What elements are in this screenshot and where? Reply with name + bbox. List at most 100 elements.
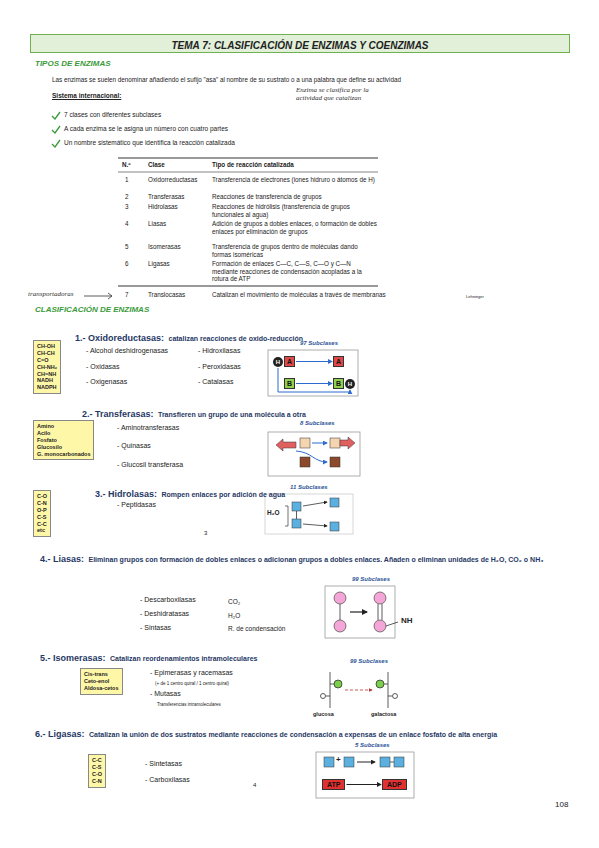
enzyme-item: - Descarboxilasas bbox=[140, 596, 196, 604]
box-text: CH=NH bbox=[37, 371, 57, 378]
substrate-box: AminoAciloFosfatoGlucosiloG. monocarbona… bbox=[33, 420, 94, 460]
enzyme-item: - Hidroxilasas bbox=[198, 347, 240, 355]
hydrolase-figure bbox=[265, 494, 353, 534]
box-text: G. monocarbonados bbox=[37, 451, 90, 458]
enzyme-item: - Oxidasas bbox=[86, 363, 119, 371]
section-heading: CLASIFICACIÓN DE ENZIMAS bbox=[35, 305, 149, 315]
ligase-figure bbox=[316, 752, 414, 798]
table-cell: Transferencia de grupos dentro de molécu… bbox=[212, 243, 377, 258]
table-cell: Transferasas bbox=[148, 193, 185, 201]
enzyme-note: Transferencias intramoleculares bbox=[157, 702, 221, 707]
molecule-label: CO₂ bbox=[228, 598, 240, 606]
table-header: Tipo de reacción catalizada bbox=[212, 161, 294, 169]
box-text: Glucosilo bbox=[37, 444, 90, 451]
class-name: 2.- Transferasas: bbox=[82, 409, 154, 419]
oxido-frame bbox=[268, 350, 358, 396]
box-text: C-N bbox=[37, 500, 47, 507]
table-cell: 5 bbox=[125, 243, 129, 251]
enzyme-item: - Catalasas bbox=[198, 378, 233, 386]
energy-box: ADP bbox=[382, 779, 407, 790]
box-text: C-S bbox=[37, 514, 47, 521]
box-text: A bbox=[334, 357, 343, 367]
class-name: 5.- Isomerasas: bbox=[40, 653, 106, 663]
lyase-figure bbox=[325, 586, 398, 638]
check-item: Un nombre sistemático que identifica la … bbox=[64, 139, 235, 147]
box-text: Ceto-enol bbox=[84, 678, 119, 685]
group-square: B bbox=[284, 378, 295, 389]
transfer-figure bbox=[268, 432, 360, 476]
enzyme-item: - Peptidasas bbox=[117, 501, 156, 509]
box-text: H bbox=[345, 379, 355, 389]
enzyme-item: - Carboxilasas bbox=[145, 776, 190, 784]
enzyme-item: - Epimerasas y racemasas bbox=[150, 669, 233, 677]
box-text: CH-OH bbox=[37, 343, 57, 350]
plus-sign: + bbox=[336, 755, 341, 765]
group-square: A bbox=[333, 356, 344, 367]
check-item: A cada enzima se le asigna un número con… bbox=[64, 125, 228, 133]
handwritten-note: transportadoras bbox=[28, 290, 74, 298]
check-marks bbox=[52, 112, 60, 147]
box-text: C-O bbox=[92, 771, 102, 778]
substrate-box: C-CC-SC-OC-N bbox=[88, 754, 106, 788]
subclass-count: 99 Subclases bbox=[352, 576, 390, 583]
class-name: 1.- Oxidoreductasas: bbox=[75, 333, 164, 343]
group-label: NH bbox=[401, 616, 413, 626]
box-text: Cis-trans bbox=[84, 671, 119, 678]
molecule-label: H₂O bbox=[228, 612, 240, 620]
box-text: Acilo bbox=[37, 430, 90, 437]
reaction-arrow bbox=[296, 383, 332, 384]
enzyme-item: - Oxigenasas bbox=[86, 378, 127, 386]
enzyme-item: - Deshidratasas bbox=[140, 610, 189, 618]
box-text: C=O bbox=[37, 357, 57, 364]
enzyme-item: - Quinasas bbox=[117, 442, 151, 450]
table-cell: Transferencia de electrones (iones hidru… bbox=[212, 176, 377, 184]
box-text: NADH bbox=[37, 377, 57, 384]
class-description: Rompen enlaces por adición de agua bbox=[161, 491, 285, 498]
class-name: 3.- Hidrolasas: bbox=[95, 489, 157, 499]
molecule-label: glucosa bbox=[313, 711, 334, 718]
table-cell: Adición de grupos a dobles enlaces, o fo… bbox=[212, 220, 377, 235]
class-name: 6.- Ligasas: bbox=[35, 729, 85, 739]
box-text: C-N bbox=[92, 778, 102, 785]
title-band: TEMA 7: CLASIFICACIÓN DE ENZIMAS Y COENZ… bbox=[30, 34, 570, 53]
subclass-count: 97 Subclases bbox=[300, 340, 338, 347]
group-square: A bbox=[284, 356, 295, 367]
table-cell: 1 bbox=[125, 176, 129, 184]
box-text: CH-CH bbox=[37, 350, 57, 357]
enzyme-item: - Alcohol deshidrogenasas bbox=[86, 347, 168, 355]
body-text: Las enzimas se suelen denominar añadiend… bbox=[52, 76, 401, 84]
table-rules bbox=[118, 158, 378, 286]
box-text: Amino bbox=[37, 423, 90, 430]
box-text: C-C bbox=[37, 521, 47, 528]
table-cell: Reacciones de transferencia de grupos bbox=[212, 193, 377, 201]
enzyme-note: (+ de 1 centro quiral / 1 centro quiral) bbox=[155, 681, 229, 686]
table-cell: Reacciones de hidrólisis (transferencia … bbox=[212, 203, 377, 218]
class-heading: 2.- Transferasas: Transfieren un grupo d… bbox=[82, 401, 562, 423]
page-number: 3 bbox=[204, 530, 207, 537]
molecule-label: R. de condensación bbox=[228, 625, 285, 633]
substrate-box: CH-OHCH-CHC=OCH-NH₂CH=NHNADHNADPH bbox=[33, 340, 61, 394]
page-number: 4 bbox=[253, 782, 256, 789]
box-text: B bbox=[285, 379, 294, 389]
subclass-count: 8 Subclases bbox=[300, 420, 335, 427]
substrate-box: Cis-transCeto-enolAldosa-cetos bbox=[80, 668, 123, 695]
box-text: etc bbox=[37, 527, 47, 534]
enzyme-item: - Peroxidasas bbox=[198, 363, 241, 371]
enzyme-item: - Mutasas bbox=[150, 690, 181, 698]
class-description: catalizan reacciones de oxido-reducción bbox=[168, 335, 303, 342]
class-heading: 5.- Isomerasas: Catalizan reordenamiento… bbox=[40, 645, 565, 667]
page-number: 108 bbox=[555, 800, 568, 810]
isomerase-figure bbox=[321, 672, 398, 708]
table-cell: 3 bbox=[125, 203, 129, 211]
class-heading: 6.- Ligasas: Catalizan la unión de dos s… bbox=[35, 721, 565, 743]
reaction-arrow bbox=[278, 368, 350, 392]
box-text: O-P bbox=[37, 507, 47, 514]
class-name: 4.- Liasas: bbox=[40, 554, 84, 564]
enzyme-item: - Sintetasas bbox=[145, 760, 182, 768]
table-cell: Hidrolasas bbox=[148, 203, 178, 211]
enzyme-item: - Sintasas bbox=[140, 624, 171, 632]
class-heading: 4.- Liasas: Eliminan grupos con formació… bbox=[40, 546, 565, 568]
hydrogen-circle: H bbox=[273, 357, 283, 367]
box-text: C-C bbox=[92, 757, 102, 764]
class-heading: 3.- Hidrolasas: Rompen enlaces por adici… bbox=[95, 481, 565, 503]
